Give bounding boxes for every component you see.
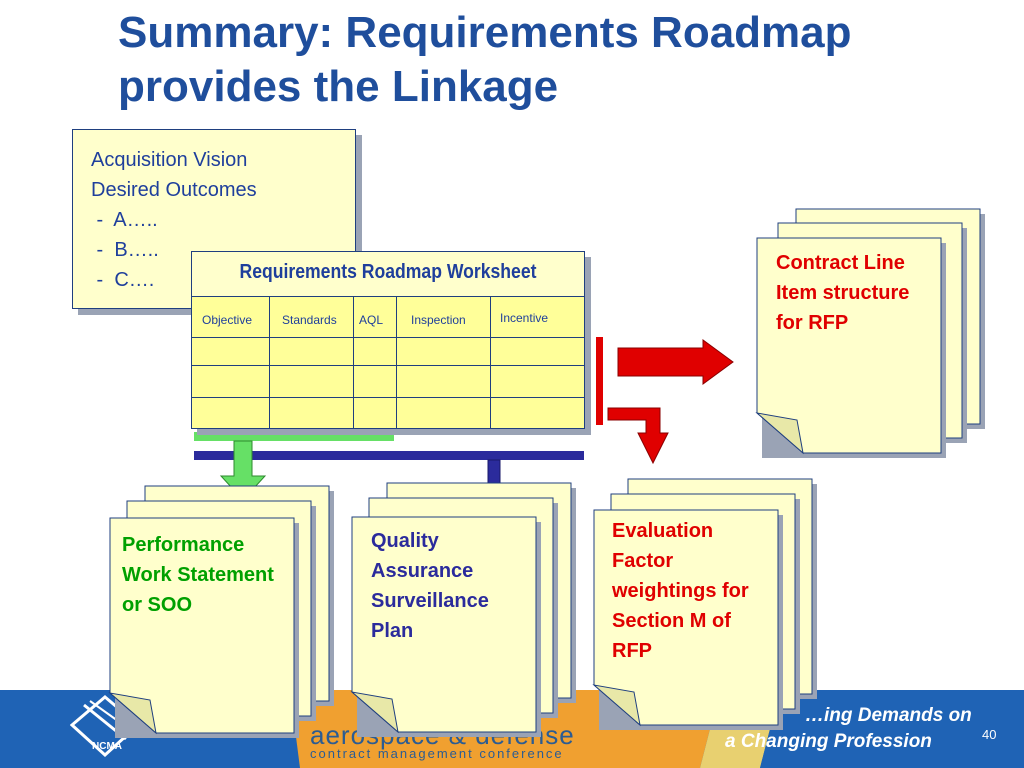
page-number: 40 [982,727,997,742]
red-arrow-bent-icon [607,407,669,465]
vision-line-4: - B….. [91,239,159,261]
footer-brand-subtitle: contract management conference [310,746,564,761]
red-connector-bar [596,337,603,425]
worksheet-col-divider [396,297,397,428]
column-header-standards: Standards [282,313,337,327]
vision-line-1: Acquisition Vision [91,149,248,171]
column-header-inspection: Inspection [411,313,466,327]
clin-document-text: Contract Line Item structure for RFP [776,252,910,334]
column-header-incentive: Incentive [500,311,549,325]
green-connector-bar [194,432,394,441]
requirements-roadmap-worksheet: Requirements Roadmap Worksheet Objective… [191,251,585,429]
worksheet-row-divider [192,337,584,338]
red-arrow-right-icon [617,339,734,385]
pws-document-text: Performance Work Statement or SOO [122,534,274,616]
worksheet-title: Requirements Roadmap Worksheet [239,261,537,283]
worksheet-col-divider [353,297,354,428]
ncma-logo-text: NCMA [92,741,122,752]
footer-tagline-line2: a Changing Profession [725,731,932,752]
worksheet-header: Requirements Roadmap Worksheet [192,252,584,297]
vision-line-3: - A….. [91,209,158,231]
navy-connector-bar [194,451,584,460]
worksheet-col-divider [269,297,270,428]
slide-title: Summary: Requirements Roadmap provides t… [118,8,852,111]
navy-arrow-down-icon [473,459,515,521]
vision-line-2: Desired Outcomes [91,179,257,201]
column-header-aql: AQL [359,313,384,327]
green-arrow-down-icon [219,440,267,501]
worksheet-col-divider [490,297,491,428]
footer-tagline-line1: …ing Demands on [805,705,972,726]
worksheet-row-divider [192,365,584,366]
eval-document-text: Evaluation Factor weightings for Section… [612,520,749,662]
worksheet-row-divider [192,397,584,398]
column-header-objective: Objective [202,313,253,327]
vision-line-5: - C…. [91,269,155,291]
qasp-document-text: Quality Assurance Surveillance Plan [371,530,489,642]
